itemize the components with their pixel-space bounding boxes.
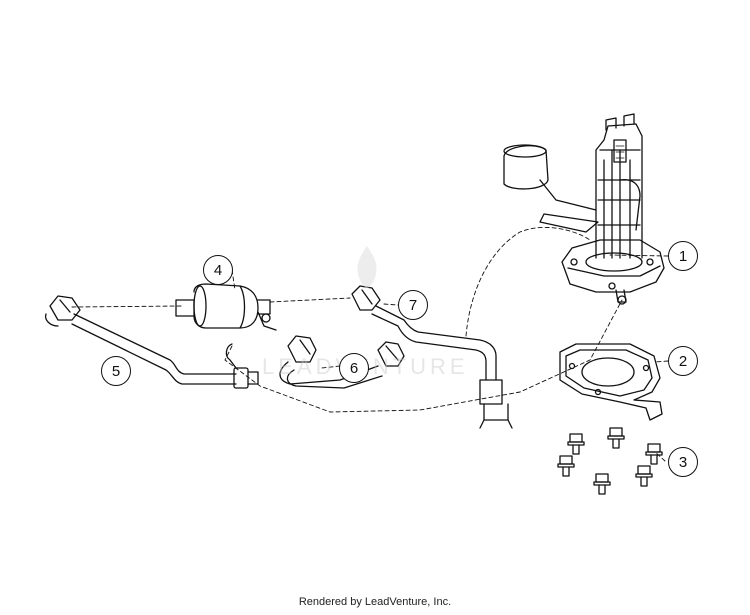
- fuel-line-right: [351, 285, 513, 429]
- callout-6: 6: [339, 353, 369, 383]
- callout-7: 7: [398, 290, 428, 320]
- bolt: [645, 443, 663, 465]
- bolt-set: [557, 427, 663, 495]
- fuel-pump-module: [503, 113, 665, 305]
- callout-5: 5: [101, 356, 131, 386]
- callout-1: 1: [668, 241, 698, 271]
- fuel-filter: [175, 283, 277, 331]
- bolt: [567, 433, 585, 455]
- bolt: [593, 473, 611, 495]
- bolt: [557, 455, 575, 477]
- bolt: [635, 465, 653, 487]
- bolt: [607, 427, 625, 449]
- fuel-line-middle: [279, 335, 405, 389]
- flange-gasket: [559, 343, 663, 421]
- fuel-line-left: [44, 295, 259, 389]
- leader-lines: [71, 226, 669, 462]
- callout-4: 4: [203, 255, 233, 285]
- callout-2: 2: [668, 346, 698, 376]
- leadventure-watermark-logo: [357, 246, 377, 288]
- footer-credit: Rendered by LeadVenture, Inc.: [298, 596, 452, 608]
- callout-3: 3: [668, 447, 698, 477]
